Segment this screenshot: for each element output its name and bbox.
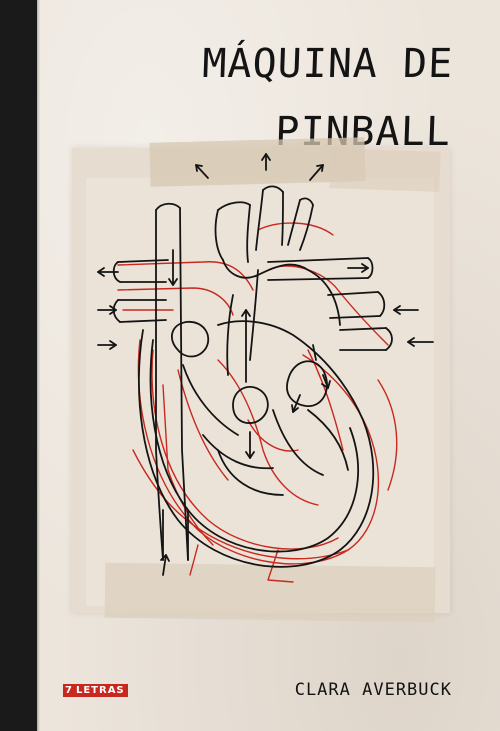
paper-sheet-inner xyxy=(86,178,434,606)
heart-red-outline xyxy=(117,222,398,583)
title-line-1: MÁQUINA DE xyxy=(201,41,454,87)
author-name: CLARA AVERBUCK xyxy=(294,680,452,700)
spine xyxy=(0,0,37,731)
publisher-logo: 7 LETRAS xyxy=(63,683,128,697)
heart-black-outline xyxy=(97,153,434,576)
publisher-number: 7 xyxy=(63,683,75,697)
spine-shadow xyxy=(37,0,40,731)
heart-diagram-icon xyxy=(97,153,434,583)
publisher-name: LETRAS xyxy=(74,683,128,697)
